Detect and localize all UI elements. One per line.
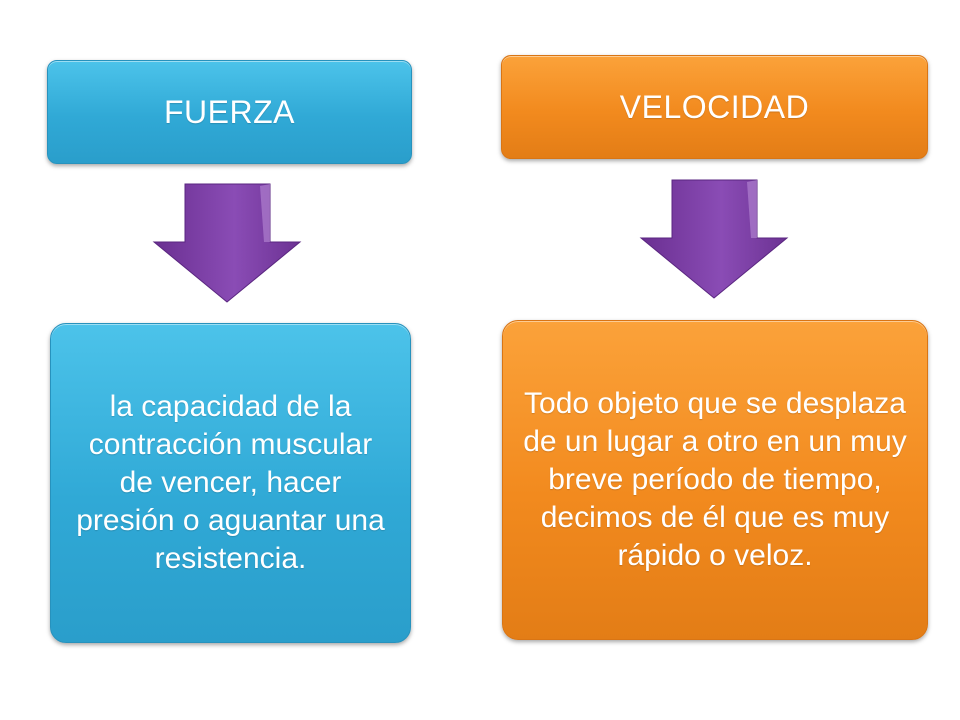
velocidad-definition-text: Todo objeto que se desplaza de un lugar … [523, 387, 907, 572]
down-arrow-icon [152, 183, 302, 303]
velocidad-header-label: VELOCIDAD [619, 88, 810, 125]
fuerza-header-label: FUERZA [164, 93, 295, 130]
velocidad-definition-box: Todo objeto que se desplaza de un lugar … [502, 320, 928, 640]
fuerza-header-box: FUERZA [47, 60, 412, 164]
fuerza-definition-box: la capacidad de la contracción muscular … [50, 323, 411, 643]
down-arrow-icon [639, 179, 789, 299]
velocidad-header-box: VELOCIDAD [501, 55, 928, 159]
fuerza-definition-text: la capacidad de la contracción muscular … [76, 390, 385, 575]
